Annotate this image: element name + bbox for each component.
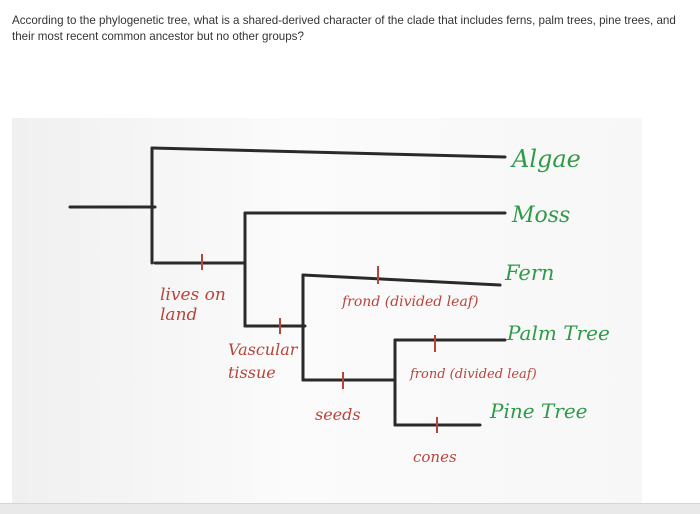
taxon-label-algae: Algae xyxy=(510,145,581,173)
taxon-label-fern: Fern xyxy=(504,261,554,285)
taxon-label-pine-tree: Pine Tree xyxy=(489,399,588,423)
character-label-land: land xyxy=(160,305,198,325)
character-label-lives-on: lives on xyxy=(160,285,226,305)
taxon-label-palm-tree: Palm Tree xyxy=(506,321,610,345)
character-label-frond-palm: frond (divided leaf) xyxy=(409,367,537,382)
question-text: According to the phylogenetic tree, what… xyxy=(12,14,676,43)
taxon-label-moss: Moss xyxy=(511,203,570,228)
character-label-tissue: tissue xyxy=(228,363,276,382)
tree-photo xyxy=(12,118,642,503)
character-label-frond-fern: frond (divided leaf) xyxy=(341,294,478,310)
character-label-vascular: Vascular xyxy=(228,340,299,359)
character-label-cones: cones xyxy=(413,448,457,466)
character-label-seeds: seeds xyxy=(315,405,361,424)
